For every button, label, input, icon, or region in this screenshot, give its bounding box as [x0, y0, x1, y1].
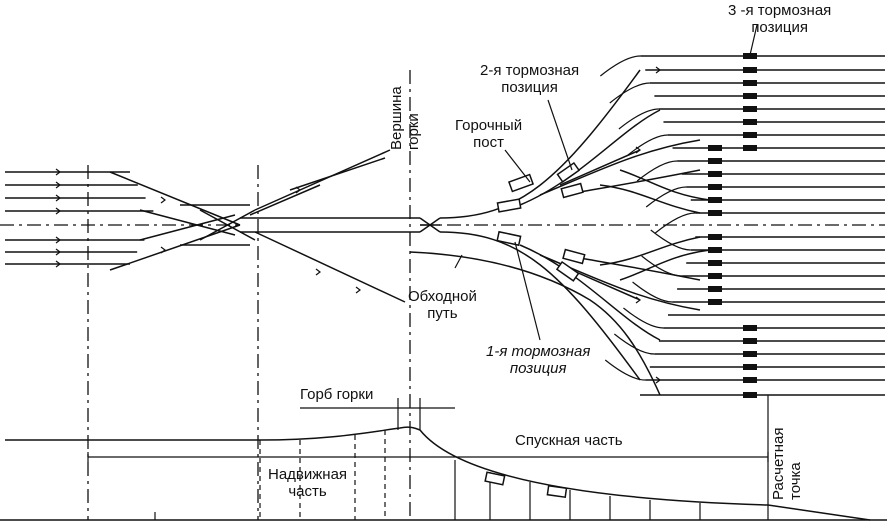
receiving-throat	[109, 171, 406, 303]
bundle-retarders	[708, 145, 722, 305]
classification-throat	[409, 69, 711, 396]
hill-post-building	[507, 173, 535, 193]
hump-label: Горб горки	[300, 386, 374, 403]
classification-tracks	[599, 55, 885, 396]
main-lead-track	[240, 149, 441, 233]
third-brake-position-retarders	[743, 53, 757, 398]
leader-lines	[454, 24, 758, 341]
receiving-yard-tracks	[5, 171, 154, 265]
hump-profile	[0, 398, 887, 521]
direction-arrows	[55, 66, 661, 384]
descent-label: Спускная часть	[515, 432, 623, 449]
